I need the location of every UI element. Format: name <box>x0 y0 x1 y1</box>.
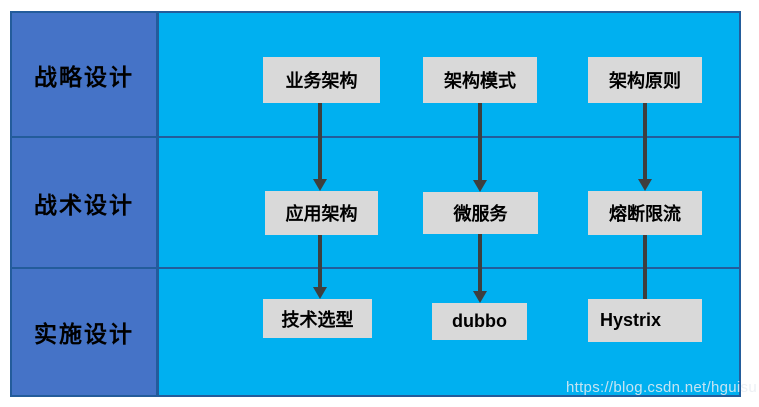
nodes-and-arrows-overlay: 业务架构 架构模式 架构原则 应用架构 微服务 熔断限流 技术选型 dubbo <box>10 11 741 397</box>
tactical-design-label: 战术设计 <box>34 192 134 218</box>
diagram-stage: 战略设计 战术设计 实施设计 <box>10 11 741 397</box>
arrow-pattern-to-microservice <box>473 103 487 192</box>
arrow-application-to-tech-selection <box>313 235 327 299</box>
strategic-design-label: 战略设计 <box>34 64 134 90</box>
implementation-design-label: 实施设计 <box>34 322 134 347</box>
node-dubbo: dubbo <box>432 303 527 340</box>
node-label: 应用架构 <box>285 204 358 224</box>
node-circuit-breaker-rate-limit: 熔断限流 <box>588 191 702 235</box>
watermark-url: https://blog.csdn.net/hguisu <box>565 379 757 396</box>
node-microservice: 微服务 <box>423 192 538 234</box>
node-technology-selection: 技术选型 <box>263 299 372 338</box>
node-label: 技术选型 <box>281 309 354 330</box>
node-architecture-principle: 架构原则 <box>588 57 702 103</box>
node-label: 业务架构 <box>285 71 358 91</box>
node-label: 微服务 <box>453 204 508 224</box>
sidebar-row-tactical-design: 战术设计 <box>12 138 159 269</box>
node-label: 架构原则 <box>609 71 681 91</box>
node-label: dubbo <box>452 311 507 331</box>
arrow-business-to-application <box>313 103 327 191</box>
node-label: Hystrix <box>600 310 662 330</box>
sidebar-row-implementation-design: 实施设计 <box>12 269 159 395</box>
node-architecture-pattern: 架构模式 <box>423 57 537 103</box>
node-label: 架构模式 <box>444 71 516 91</box>
sidebar-row-strategic-design: 战略设计 <box>12 13 159 138</box>
node-hystrix: Hystrix <box>588 299 702 342</box>
arrow-microservice-to-dubbo <box>473 234 487 303</box>
node-business-architecture: 业务架构 <box>263 57 380 103</box>
arrow-principle-to-circuit-breaker <box>638 103 652 191</box>
node-label: 熔断限流 <box>609 204 681 224</box>
node-application-architecture: 应用架构 <box>265 191 378 235</box>
